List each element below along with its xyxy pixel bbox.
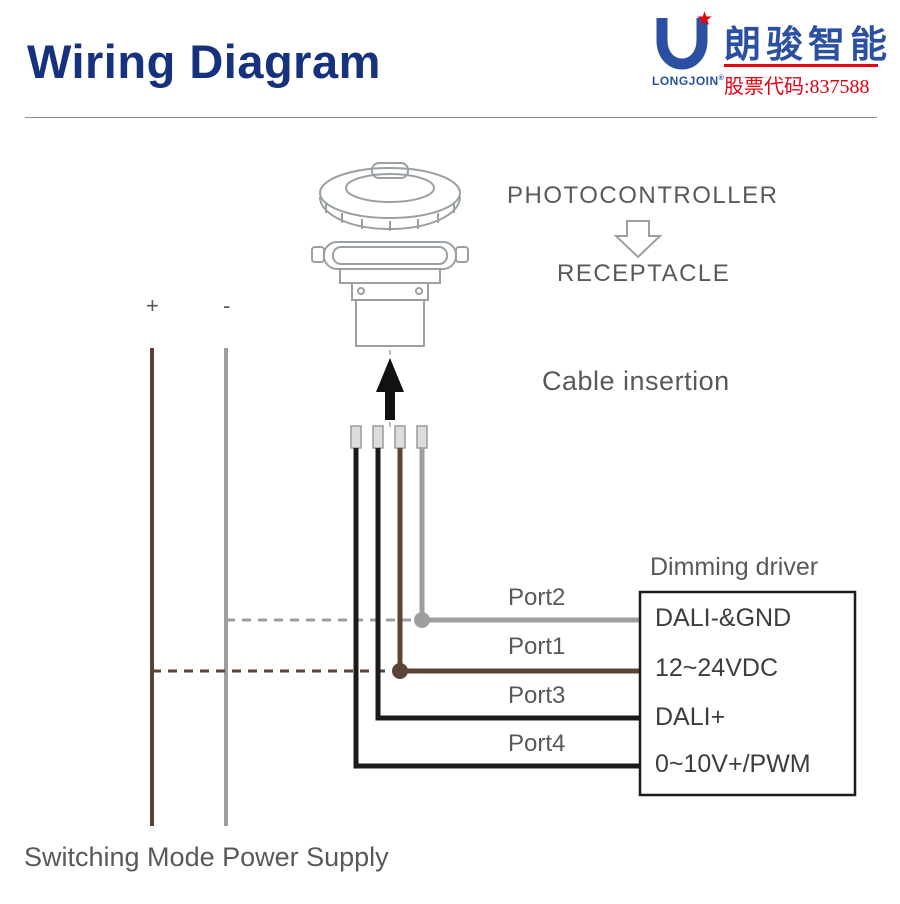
terminal-0-10v-pwm-label: 0~10V+/PWM: [655, 750, 811, 778]
registered-mark: ®: [718, 75, 725, 82]
junction-dot-brown: [392, 663, 408, 679]
plus-terminal-label: +: [146, 293, 159, 318]
cable-insertion-label: Cable insertion: [542, 366, 730, 396]
dimming-driver-box: [638, 590, 857, 797]
wire-port3-black: [375, 448, 640, 721]
wire-port4-black: [353, 448, 640, 769]
logo-cn-name: 朗骏智能: [724, 25, 892, 66]
port2-label: Port2: [508, 584, 566, 611]
receptacle-label: RECEPTACLE: [557, 260, 731, 287]
minus-terminal-label: -: [223, 293, 231, 318]
logo-red-divider: [724, 64, 878, 67]
port4-label: Port4: [508, 730, 566, 757]
port3-label: Port3: [508, 682, 566, 709]
down-arrow-icon: [613, 220, 663, 259]
star-icon: ★: [696, 9, 714, 30]
power-supply-label: Switching Mode Power Supply: [24, 842, 389, 872]
title-divider: [25, 117, 877, 118]
junction-dot-gray: [414, 612, 430, 628]
terminal-12-24vdc-label: 12~24VDC: [655, 654, 778, 682]
port1-label: Port1: [508, 633, 566, 660]
terminal-dali-plus-label: DALI+: [655, 703, 726, 731]
connector-pins: [350, 425, 428, 449]
page-title: Wiring Diagram: [27, 35, 381, 88]
photocontroller-label: PHOTOCONTROLLER: [507, 182, 779, 209]
u-logo-icon: [656, 18, 708, 70]
logo-name-text: LONGJOIN: [652, 74, 719, 88]
receptacle-drawing: [311, 241, 469, 347]
company-logo: ★ LONGJOIN® 朗骏智能 股票代码:837588: [652, 8, 887, 100]
terminal-dali-gnd-label: DALI-&GND: [655, 604, 792, 632]
dimming-driver-label: Dimming driver: [650, 553, 819, 581]
logo-wordmark: LONGJOIN®: [652, 74, 724, 88]
photocontroller-drawing: [319, 162, 461, 231]
up-arrow-icon: [376, 358, 404, 420]
stock-code: 股票代码:837588: [724, 76, 870, 98]
